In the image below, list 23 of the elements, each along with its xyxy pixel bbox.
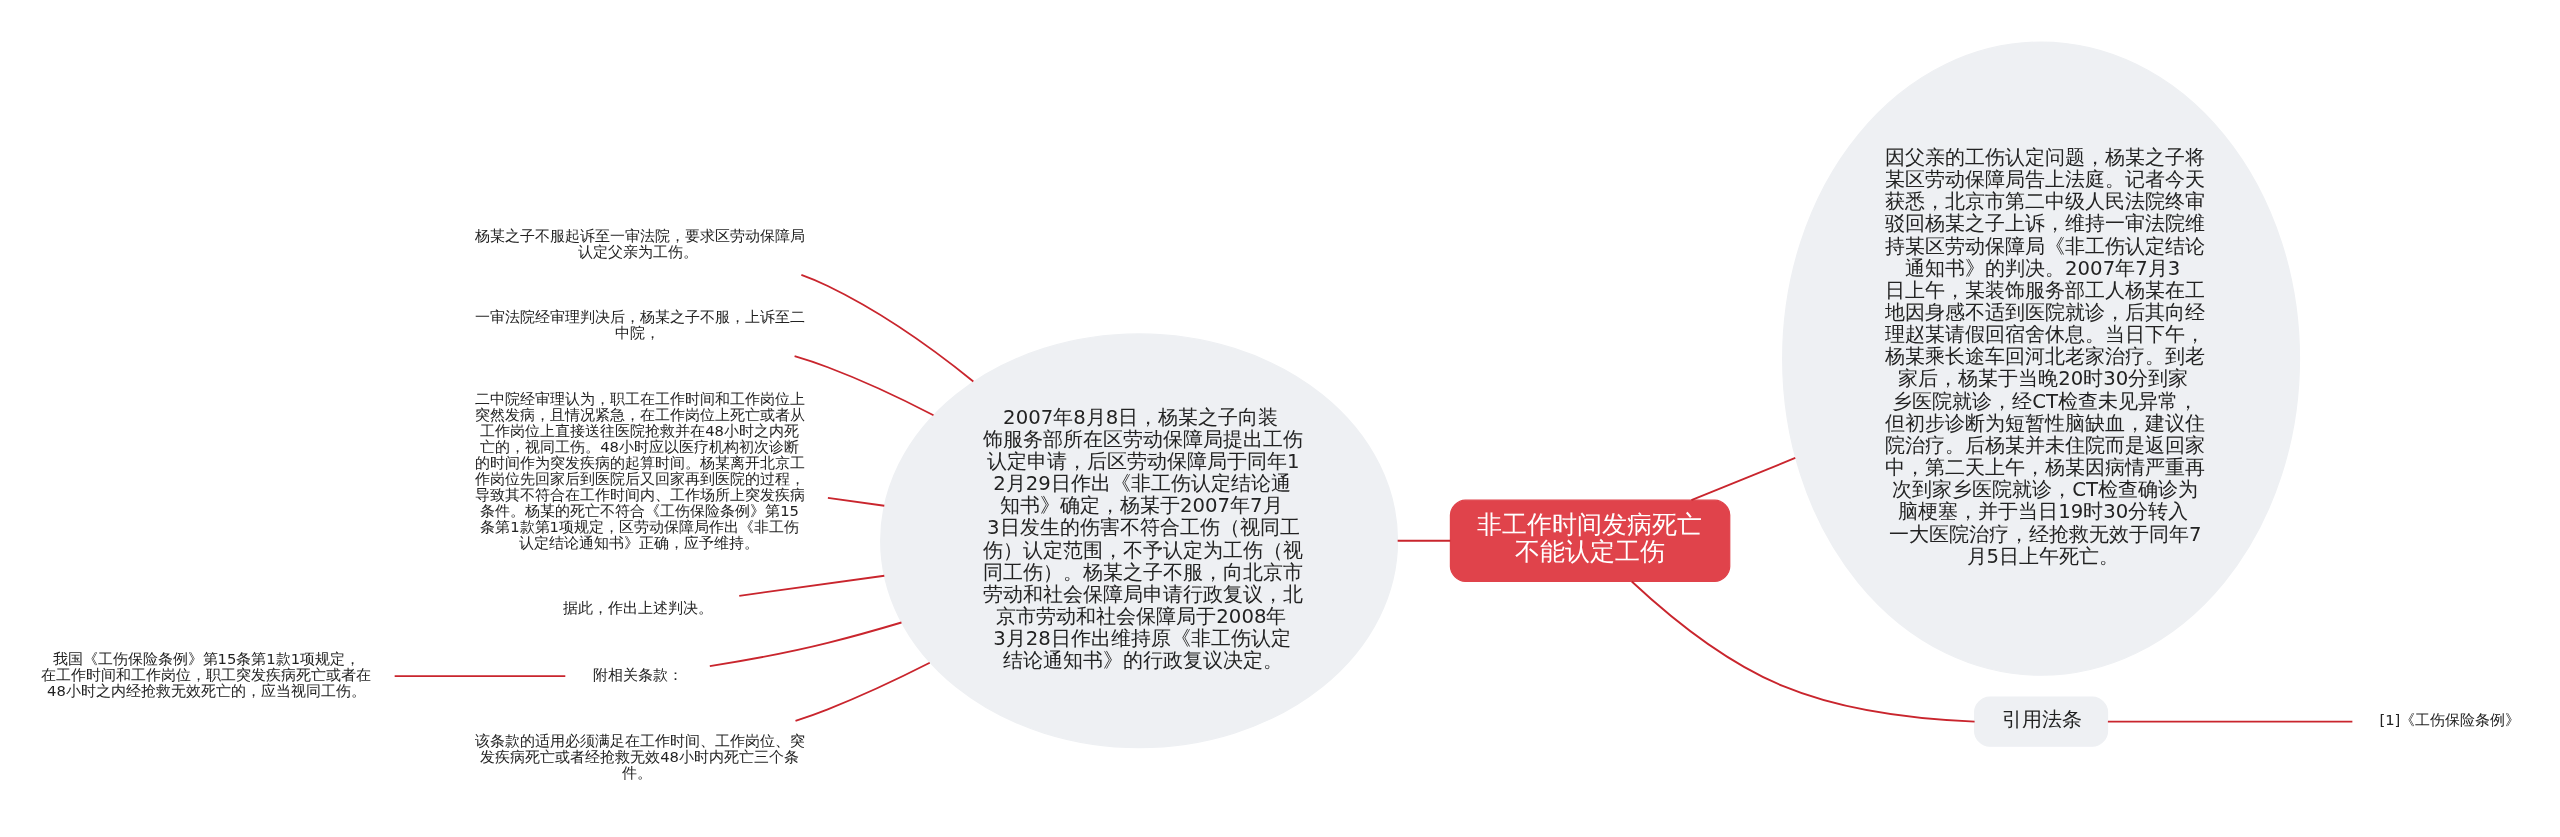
connector xyxy=(738,574,886,597)
node-text: 二中院经审理认为，职工在工作时间和工作岗位上突然发病，且情况紧急，在工作岗位上死亡或者从工作岗位上直接送往医院抢救并在48小时之内死亡的，视同工伤。48小时应以医疗机构初次诊断的时间作为突发疾病的起算时间。杨某离开北京工作岗位先回家后到医院后又回家再到医院的过程，导致其不符合在工作时间内、工作场所上突发疾病条件。杨某的死亡不符合《工伤保险条例》第15条第1款第1项规定，区劳动保障局作出《非工伤认定结论通知书》正确，应予维持。 xyxy=(474,389,805,551)
connector xyxy=(826,496,886,507)
connector xyxy=(800,273,975,382)
connector xyxy=(1690,456,1797,501)
connector xyxy=(1396,539,1452,542)
node-ellipse: 因父亲的工伤认定问题，杨某之子将某区劳动保障局告上法庭。记者今天获悉，北京市第二中级人民法院终审驳回杨某之子上诉，维持一审法院维持某区劳动保障局《非工伤认定结论通知书》的判决。2007年7月3日上午，某装饰服务部工人杨某在工地因身感不适到医院就诊，后其向经理赵某请假回宿舍休息。当日下午，杨某乘长途车回河北老家治疗。到老家后，杨某于当晚20时30分到家乡医院就诊，经CT检查未见异常，但初步诊断为短暂性脑缺血，建议住院治疗。后杨某并未住院而是返回家中，第二天上午，杨某因病情严重再次到家乡医院就诊，CT检查确诊为脑梗塞，并于当日19时30分转入一大医院治疗，经抢救无效于同年7月5日上午死亡。 xyxy=(1782,40,2301,676)
node-text: 我国《工伤保险条例》第15条第1款1项规定，在工作时间和工作岗位，职工突发疾病死亡或者在48小时之内经抢救无效死亡的，应当视同工伤。 xyxy=(41,649,372,699)
connector xyxy=(794,661,931,722)
node-text: 杨某之子不服起诉至一审法院，要求区劳动保障局认定父亲为工伤。 xyxy=(474,226,805,260)
connector xyxy=(1630,580,1976,723)
connector xyxy=(708,621,903,667)
node-text: [1]《工伤保险条例》 xyxy=(2379,710,2521,728)
connector xyxy=(393,674,567,677)
node-box: 引用法条 xyxy=(1974,695,2109,747)
node-box: 非工作时间发病死亡不能认定工伤 xyxy=(1449,499,1731,582)
connector xyxy=(2106,720,2354,723)
node-text: 一审法院经审理判决后，杨某之子不服，上诉至二中院， xyxy=(474,307,805,341)
connector xyxy=(793,354,935,416)
node-text: 该条款的适用必须满足在工作时间、工作岗位、突发疾病死亡或者经抢救无效48小时内死亡三个条件。 xyxy=(474,731,805,781)
node-ellipse: 2007年8月8日，杨某之子向装饰服务部所在区劳动保障局提出工伤认定申请，后区劳动保障局于同年12月29日作出《非工伤认定结论通知书》确定，杨某于2007年7月3日发生的伤害不符合工伤（视同工伤）认定范围，不予认定为工伤（视同工伤）。杨某之子不服，向北京市劳动和社会保障局申请行政复议，北京市劳动和社会保障局于2008年3月28日作出维持原《非工伤认定结论通知书》的行政复议决定。 xyxy=(880,332,1399,748)
node-text: 附相关条款： xyxy=(592,665,683,683)
node-text: 据此，作出上述判决。 xyxy=(563,598,714,616)
